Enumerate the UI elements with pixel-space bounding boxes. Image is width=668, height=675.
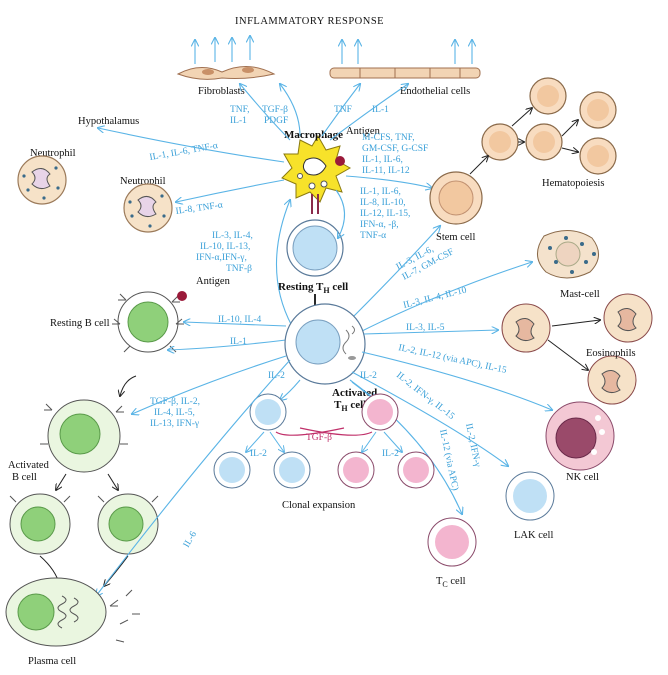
cytokine-act-b-1: TGF-β, IL-2, [150, 397, 200, 407]
cytokine-hypothalamus: IL-1, IL-6, TNF-α [149, 141, 219, 163]
antigen-top-label: Antigen [346, 126, 381, 137]
hematopoiesis-cells [469, 77, 617, 175]
lak-cell [505, 471, 555, 521]
cytokine-th-mac-3: IL-12, IL-15, [360, 209, 410, 219]
cytokine-il2-clonal-2: IL-2 [382, 449, 399, 459]
cytokine-act-b-2: IL-4, IL-5, [154, 408, 195, 418]
cytokine-il2-right: IL-2 [360, 371, 377, 381]
fibroblasts-label: Fibroblasts [198, 86, 245, 97]
plasma-cell [5, 577, 140, 647]
cytokine-nk: IL-2, IL-12 (via APC), IL-15 [397, 342, 507, 376]
stem-cell [429, 171, 483, 225]
cytokine-th-mac-4: IFN-α, -β, [360, 220, 399, 230]
cytokine-act-b-3: IL-13, IFN-γ [150, 419, 199, 429]
cytokine-il2-left: IL-2 [268, 371, 285, 381]
cytokine-pdgf: PDGF [264, 116, 288, 126]
cytokine-mcsf-3: IL-1, IL-6, [362, 155, 403, 165]
cytokine-il1-b: IL-1 [230, 337, 247, 347]
stem-cell-label: Stem cell [436, 232, 475, 243]
cytokine-tnf-endothelial: TNF [334, 105, 352, 115]
cytokine-mcsf-4: IL-11, IL-12 [362, 166, 410, 176]
neutrophil-label-2: Neutrophil [120, 176, 166, 187]
cytokine-eos: IL-3, IL-5 [406, 323, 445, 333]
nk-cell [545, 401, 615, 471]
activated-b-daughters [9, 493, 159, 555]
cytokine-tgf-mid: TGF-β [306, 433, 332, 443]
macrophage-label: Macrophage [284, 129, 343, 141]
neutrophil-cell-2 [123, 183, 173, 233]
cytokine-mcsf-2: GM-CSF, G-CSF [362, 144, 428, 154]
neutrophil-cell-1 [17, 155, 67, 205]
cytokine-mcsf-1: M-CFS, TNF, [362, 133, 415, 143]
cytokine-mac-th-1: IL-3, IL-4, [212, 231, 253, 241]
cytokine-lak: IL-2, IFN-γ, IL-15 [394, 370, 456, 422]
resting-th-cell [286, 194, 344, 277]
tc-cell [427, 517, 477, 567]
cytokine-mac-th-2: IL-10, IL-13, [200, 242, 250, 252]
eosinophil-cells [501, 293, 653, 405]
nk-cell-label: NK cell [566, 472, 599, 483]
clonal-expansion-label: Clonal expansion [282, 500, 356, 511]
resting-b-cell [112, 291, 187, 353]
cytokine-th-mac-5: TNF-α [360, 231, 386, 241]
cytokine-tnf-fibroblast: TNF, [230, 105, 250, 115]
cytokine-mac-th-3: IFN-α,IFN-γ, [196, 253, 247, 263]
cytokine-th-mac-2: IL-8, IL-10, [360, 198, 406, 208]
resting-th-label: Resting TH cell [278, 281, 348, 295]
antigen-b-label: Antigen [196, 276, 231, 287]
cytokine-tgfb: TGF-β [262, 105, 288, 115]
lak-cell-label: LAK cell [514, 530, 553, 541]
cytokine-neutrophil: IL-8, TNF-α [175, 200, 223, 217]
cytokine-mac-th-4: TNF-β [226, 264, 252, 274]
mast-cell-label: Mast-cell [560, 289, 600, 300]
diagram-title: INFLAMMATORY RESPONSE [235, 16, 384, 27]
endothelial-label: Endothelial cells [400, 86, 470, 97]
cytokine-tc-2: IL-2, IFN-γ [463, 423, 482, 468]
clonal-expansion-cells [213, 393, 435, 489]
eosinophils-label: Eosinophils [586, 348, 636, 359]
cytokine-th-mac-1: IL-1, IL-6, [360, 187, 401, 197]
hypothalamus-label: Hypothalamus [78, 116, 139, 127]
resting-b-label: Resting B cell [50, 318, 110, 329]
activated-b-label-1: Activated [8, 460, 50, 471]
activated-b-cell [40, 399, 128, 473]
activated-th-label: Activated [332, 387, 377, 399]
neutrophil-label-1: Neutrophil [30, 148, 76, 159]
cytokine-il6: IL-6 [182, 530, 199, 550]
cytokine-il2-clonal-1: IL-2 [250, 449, 267, 459]
macrophage-cell [281, 135, 352, 203]
mast-cell [537, 230, 599, 279]
cytokine-il1-fibroblast: IL-1 [230, 116, 247, 126]
plasma-cell-label: Plasma cell [28, 656, 76, 667]
fibroblasts-cells [176, 36, 276, 80]
cytokine-il1-endothelial: IL-1 [372, 105, 389, 115]
tc-cell-label: TC cell [436, 576, 466, 589]
cytokine-b-rest: IL-10, IL-4 [218, 315, 262, 325]
endothelial-cells [329, 40, 481, 79]
activated-th-label-2: TH cell [334, 399, 366, 413]
hematopoiesis-label: Hematopoiesis [542, 178, 604, 189]
activated-th-cell [284, 303, 366, 385]
activated-b-label-2: B cell [12, 472, 37, 483]
cytokine-tc-1: IL-12 (via APC) [437, 428, 461, 491]
